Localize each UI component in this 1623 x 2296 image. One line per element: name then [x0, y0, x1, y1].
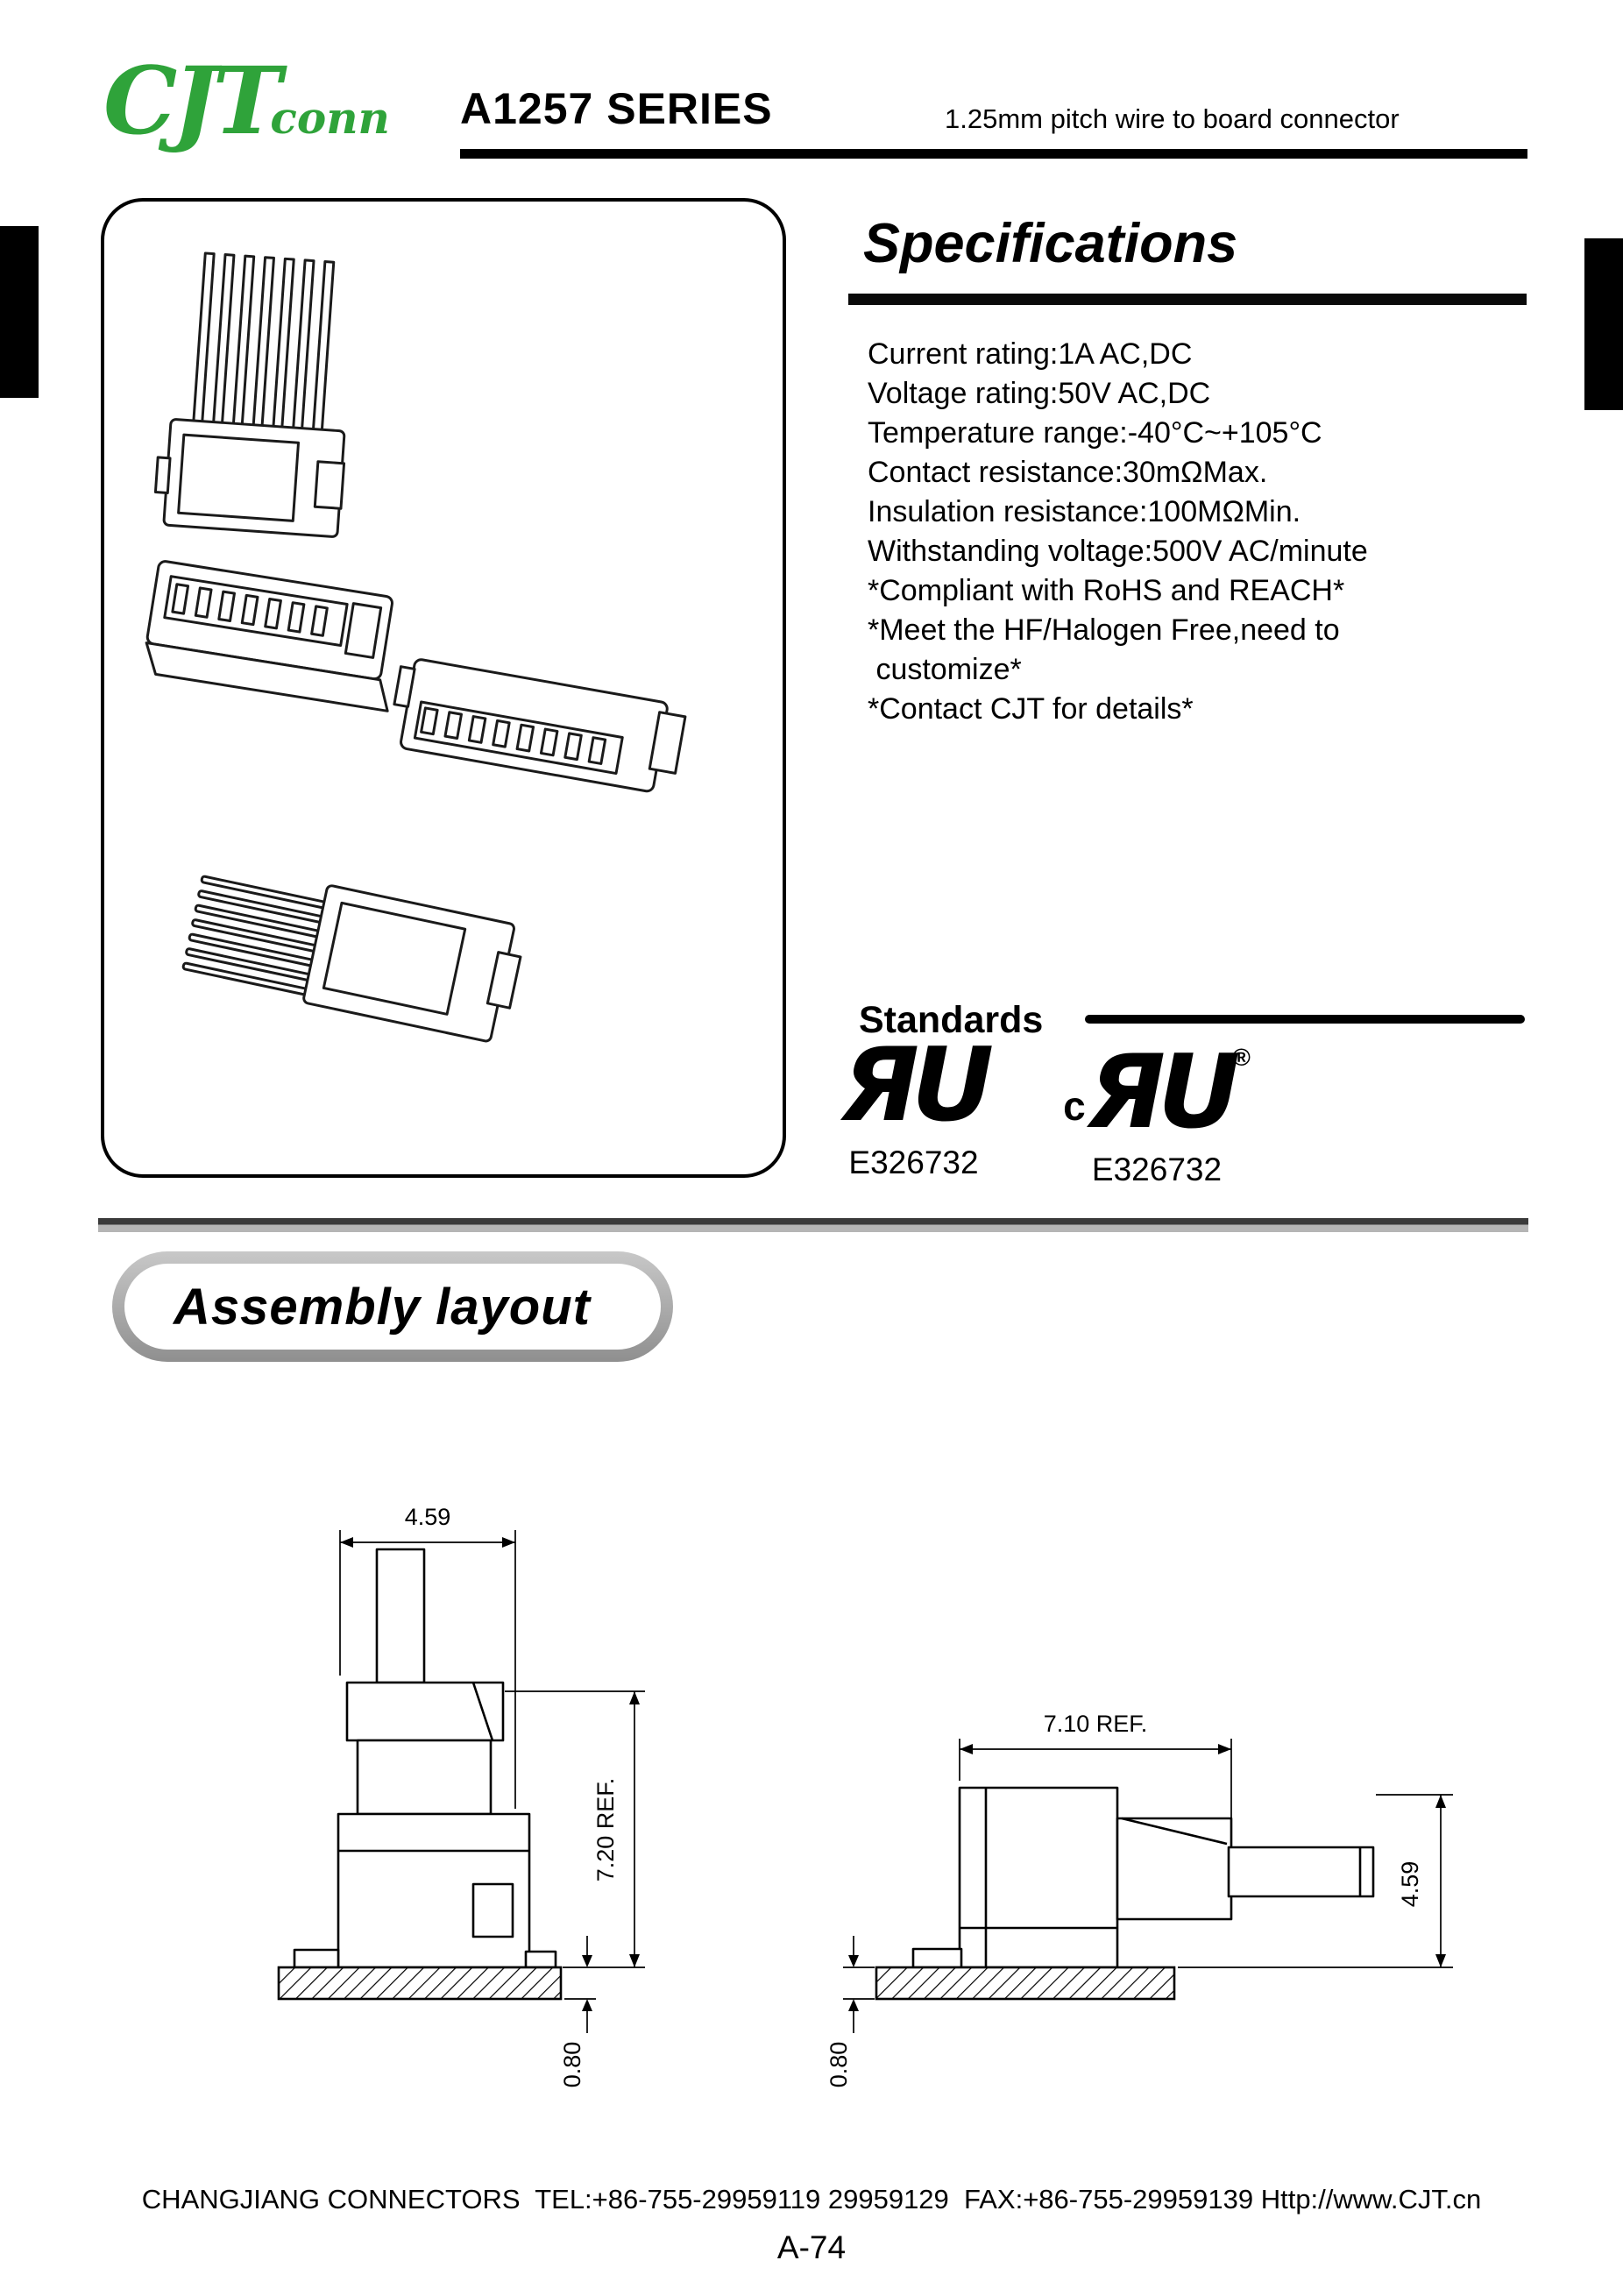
spec-line: Temperature range:-40°C~+105°C: [868, 416, 1322, 450]
spec-line: *Contact CJT for details*: [868, 692, 1194, 726]
page-number: A-74: [776, 2229, 847, 2265]
footer-contact-line: CHANGJIANG CONNECTORS TEL:+86-755-299591…: [141, 2184, 1482, 2215]
spec-line: *Meet the HF/Halogen Free,need to: [868, 613, 1340, 647]
ul-recognized-block: ЯU E326732: [811, 1032, 1017, 1181]
spec-line: Voltage rating:50V AC,DC: [868, 377, 1211, 410]
series-title: A1257 SERIES: [460, 84, 773, 133]
assembly-layout-heading-inner: Assembly layout: [124, 1264, 661, 1350]
spec-line: Withstanding voltage:500V AC/minute: [868, 535, 1368, 568]
spec-line: Current rating:1A AC,DC: [868, 337, 1193, 371]
logo-conn-text: conn: [270, 92, 390, 144]
dim-label-left-standoff: 0.80: [559, 2042, 585, 2088]
dim-label-left-height: 7.20 REF.: [592, 1778, 619, 1882]
spec-line: Contact resistance:30mΩMax.: [868, 456, 1268, 489]
spec-line: customize*: [868, 653, 1022, 686]
right-edge-index-tab: [1584, 238, 1623, 410]
spec-line: *Compliant with RoHS and REACH*: [868, 574, 1345, 607]
right-dimensions: [843, 1739, 1453, 2033]
standards-title: Standards: [859, 999, 1044, 1041]
ul-file-number: E326732: [848, 1144, 979, 1180]
right-angle-mount-drawing: 7.10 REF. 4.59 0.80: [826, 1711, 1453, 2087]
specifications-list: Current rating:1A AC,DC Voltage rating:5…: [868, 335, 1368, 729]
plug-with-contacts-drawing: [181, 875, 522, 1043]
header-rule: [460, 149, 1527, 159]
assembly-layout-title: Assembly layout: [174, 1278, 591, 1336]
vertical-mount-drawing: 4.59 7.20 REF. 0.80: [277, 1504, 645, 2088]
cul-c-prefix: c: [1063, 1083, 1086, 1129]
left-dimensions: [339, 1530, 645, 2033]
specifications-rule: [848, 294, 1527, 305]
ul-glyph: ЯU: [840, 1026, 994, 1144]
dim-label-right-height: 4.59: [1397, 1861, 1423, 1908]
spec-line: Insulation resistance:100MΩMin.: [868, 495, 1301, 528]
logo-cjt-text: CJT: [103, 46, 281, 155]
brand-logo: CJTconn: [103, 54, 390, 147]
ul-recognized-mark-icon: ЯU: [811, 1032, 1017, 1139]
dim-label-left-width: 4.59: [405, 1504, 451, 1530]
product-image-box: [101, 198, 786, 1178]
ul-glyph: ЯU: [1087, 1033, 1240, 1152]
pcb-left: [277, 1966, 563, 2001]
long-housing-drawing: [393, 658, 687, 793]
registered-mark: ®: [1232, 1044, 1251, 1071]
dim-label-right-width: 7.10 REF.: [1044, 1711, 1148, 1737]
assembly-layout-heading: Assembly layout: [112, 1251, 673, 1362]
assembly-drawings: 4.59 7.20 REF. 0.80: [277, 1504, 1453, 2088]
cul-recognized-block: cЯU® E326732: [1038, 1039, 1275, 1188]
pcb-right: [875, 1966, 1176, 2001]
specifications-title: Specifications: [863, 213, 1238, 274]
left-edge-index-tab: [0, 226, 39, 398]
ul-file-number: E326732: [1091, 1151, 1223, 1187]
cul-recognized-mark-icon: cЯU®: [1038, 1039, 1275, 1146]
connector-line-art: [145, 252, 687, 1043]
header-subtitle: 1.25mm pitch wire to board connector: [945, 103, 1400, 134]
standards-rule: [1085, 1015, 1525, 1024]
header-with-pins-drawing: [153, 252, 346, 538]
section-divider: [98, 1218, 1528, 1232]
receptacle-housing-drawing: [145, 560, 393, 712]
dim-label-right-standoff: 0.80: [826, 2042, 852, 2088]
